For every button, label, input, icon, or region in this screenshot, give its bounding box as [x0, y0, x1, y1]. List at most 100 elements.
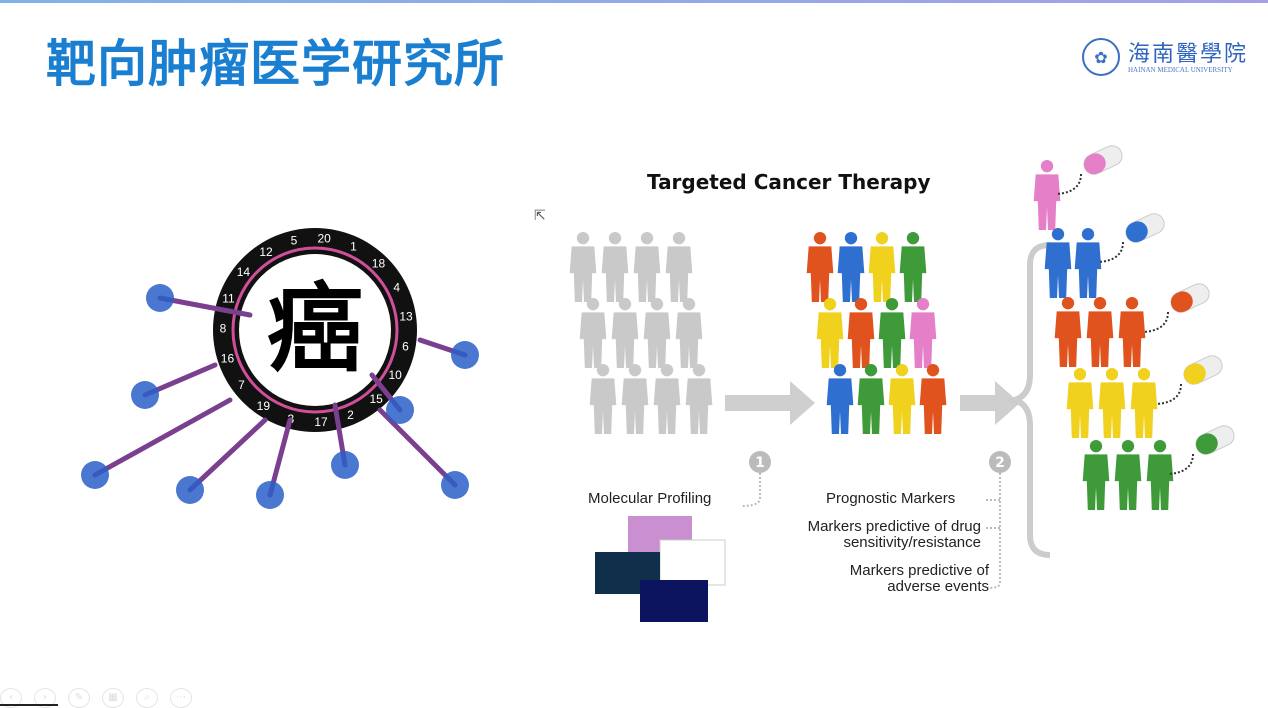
- person-icon: [1130, 368, 1158, 438]
- person-body: [633, 246, 661, 302]
- person-body: [806, 246, 834, 302]
- person-head: [813, 232, 827, 245]
- dart-flight: [331, 451, 359, 479]
- person-body: [579, 312, 607, 368]
- dart-shaft: [377, 407, 458, 488]
- person-body: [1054, 311, 1082, 367]
- dotted-arrow: [1168, 453, 1194, 475]
- dart: [369, 372, 414, 424]
- person-head: [576, 232, 590, 245]
- dotted-arrow: [1156, 383, 1182, 405]
- dotted-arrow: [1143, 311, 1169, 333]
- person-head: [823, 298, 837, 311]
- person-icon: [888, 364, 916, 434]
- person-body: [1033, 174, 1061, 230]
- dartboard-number: 14: [237, 265, 251, 279]
- person-head: [854, 298, 868, 311]
- person-head: [906, 232, 920, 245]
- dartboard-number: 13: [399, 309, 413, 323]
- person-body: [837, 246, 865, 302]
- dart-flight: [451, 341, 479, 369]
- mouse-cursor-icon: ⇱: [534, 208, 546, 224]
- person-head: [864, 364, 878, 377]
- person-icon: [643, 298, 671, 368]
- person-icon: [589, 364, 617, 434]
- person-head: [1089, 440, 1103, 453]
- person-icon: [665, 232, 693, 302]
- person-icon: [857, 364, 885, 434]
- person-body: [569, 246, 597, 302]
- person-icon: [579, 298, 607, 368]
- cancer-character: 癌: [267, 273, 363, 385]
- dart-shaft: [157, 295, 253, 318]
- person-head: [660, 364, 674, 377]
- person-head: [1105, 368, 1119, 381]
- slides-icon[interactable]: ▦: [102, 688, 124, 708]
- person-icon: [826, 364, 854, 434]
- label-adverse-line2: adverse events: [887, 578, 989, 595]
- dart-flight: [131, 381, 159, 409]
- dartboard-number: 4: [393, 281, 400, 295]
- dartboard-number: 5: [291, 233, 298, 247]
- person-body: [685, 378, 713, 434]
- zoom-icon[interactable]: ⌕: [136, 688, 158, 708]
- dartboard-center: [239, 254, 391, 406]
- person-body: [643, 312, 671, 368]
- person-head: [1081, 228, 1095, 241]
- label-drug-markers-line2: sensitivity/resistance: [843, 534, 981, 551]
- brace: [1005, 242, 1051, 558]
- person-head: [586, 298, 600, 311]
- person-body: [1130, 382, 1158, 438]
- person-head: [875, 232, 889, 245]
- person-head: [895, 364, 909, 377]
- person-body: [675, 312, 703, 368]
- person-head: [608, 232, 622, 245]
- dart-flight: [441, 471, 469, 499]
- dartboard-double-ring: [231, 246, 399, 414]
- dart-shaft: [92, 397, 233, 478]
- person-icon: [611, 298, 639, 368]
- pen-icon[interactable]: ✎: [68, 688, 90, 708]
- pill-color: [1195, 433, 1218, 455]
- person-body: [1086, 311, 1114, 367]
- person-body: [847, 312, 875, 368]
- person-icon: [816, 298, 844, 368]
- person-head: [1061, 297, 1075, 310]
- person-body: [1066, 382, 1094, 438]
- label-drug-markers-line1: Markers predictive of drug: [807, 518, 981, 535]
- pill-color: [1125, 221, 1148, 243]
- slide-progress-bar: [0, 704, 58, 706]
- person-head: [618, 298, 632, 311]
- dart: [176, 417, 268, 504]
- person-body: [1082, 454, 1110, 510]
- more-icon[interactable]: ⋯: [170, 688, 192, 708]
- window-top-bar: [0, 0, 1268, 3]
- person-icon: [1082, 440, 1110, 510]
- person-head: [916, 298, 930, 311]
- person-body: [1114, 454, 1142, 510]
- dart: [417, 337, 479, 369]
- dart-flight: [146, 284, 174, 312]
- arrow-right-icon: [725, 381, 815, 425]
- person-icon: [1098, 368, 1126, 438]
- dart: [146, 284, 253, 318]
- person-head: [596, 364, 610, 377]
- dart-flight: [176, 476, 204, 504]
- step-circle: [989, 451, 1011, 473]
- person-body: [1098, 382, 1126, 438]
- dartboard-number: 20: [318, 231, 332, 245]
- dart-shaft: [187, 417, 268, 493]
- person-head: [672, 232, 686, 245]
- dart: [81, 397, 233, 489]
- person-body: [1074, 242, 1102, 298]
- person-icon: [601, 232, 629, 302]
- person-body: [909, 312, 937, 368]
- person-body: [611, 312, 639, 368]
- person-icon: [1146, 440, 1174, 510]
- person-body: [857, 378, 885, 434]
- person-icon: [1118, 297, 1146, 367]
- dartboard-number: 8: [220, 321, 227, 335]
- pill-icon: [1083, 145, 1123, 175]
- dart-flight: [256, 481, 284, 509]
